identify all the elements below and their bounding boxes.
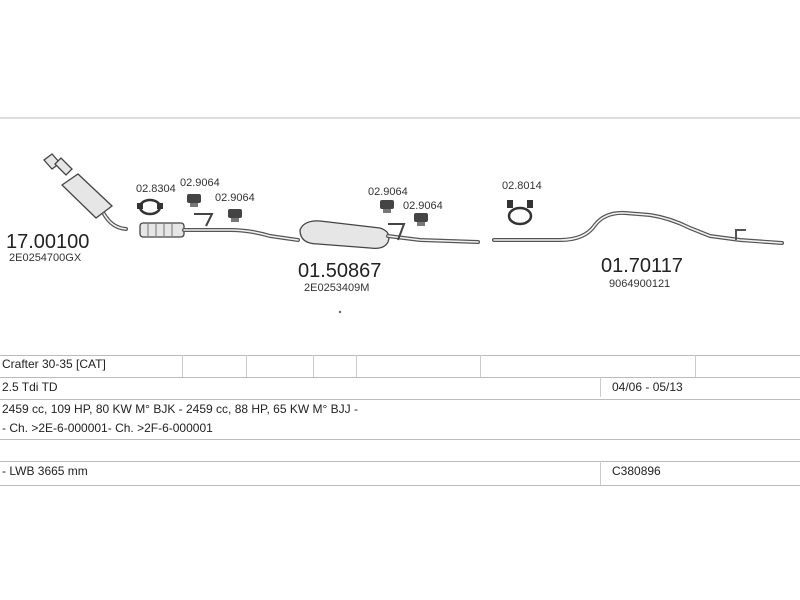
middle-silencer-body (299, 220, 390, 250)
part-number-rear: 01.70117 (601, 255, 683, 277)
hanger-1-icon (187, 194, 201, 207)
exhaust-diagram: 02.8304 02.9064 02.9064 02.9064 02.9064 … (0, 117, 800, 314)
vehicle-wheelbase: - LWB 3665 mm (2, 464, 88, 478)
clamp-front-label: 02.8304 (136, 183, 176, 195)
vehicle-chassis: - Ch. >2E-6-000001- Ch. >2F-6-000001 (2, 421, 213, 435)
vehicle-model: Crafter 30-35 [CAT] (2, 357, 106, 371)
part-oem-catalyst: 2E0254700GX (9, 252, 82, 264)
row-engine: 2.5 Tdi TD 04/06 - 05/13 (0, 378, 800, 398)
catalyst-inlet (54, 157, 73, 176)
part-oem-rear: 9064900121 (609, 278, 670, 290)
catalyst-outlet-pipe (102, 212, 128, 231)
hanger-bracket-2-icon (388, 223, 406, 241)
vehicle-specs: 2459 cc, 109 HP, 80 KW M° BJK - 2459 cc,… (2, 402, 358, 416)
part-oem-middle: 2E0253409M (304, 282, 369, 294)
clamp-rear-icon (507, 200, 533, 226)
flex-pipe-icon (139, 222, 185, 238)
hanger-4-label: 02.9064 (403, 200, 443, 212)
hanger-2-label: 02.9064 (215, 192, 255, 204)
front-pipe (139, 222, 300, 242)
row-model: Crafter 30-35 [CAT] (0, 355, 800, 377)
clamp-front-icon (137, 198, 163, 216)
row-specs: 2459 cc, 109 HP, 80 KW M° BJK - 2459 cc,… (0, 400, 800, 418)
part-number-catalyst: 17.00100 (6, 231, 89, 253)
row-wheelbase: - LWB 3665 mm C380896 (0, 462, 800, 484)
vehicle-code: C380896 (612, 464, 661, 478)
hanger-2-icon (228, 209, 242, 222)
hanger-1-label: 02.9064 (180, 177, 220, 189)
hanger-3-label: 02.9064 (368, 186, 408, 198)
hanger-3-icon (380, 200, 394, 213)
rear-pipe (492, 210, 784, 245)
vehicle-engine: 2.5 Tdi TD (2, 380, 58, 394)
vehicle-years: 04/06 - 05/13 (612, 380, 683, 394)
hanger-4-icon (414, 213, 428, 226)
clamp-rear-label: 02.8014 (502, 180, 542, 192)
row-chassis: - Ch. >2E-6-000001- Ch. >2F-6-000001 (0, 419, 800, 437)
part-number-middle: 01.50867 (298, 260, 381, 282)
catalyst-part (43, 153, 128, 231)
hanger-bracket-1-icon (194, 213, 214, 227)
catalyst-body (60, 173, 114, 219)
